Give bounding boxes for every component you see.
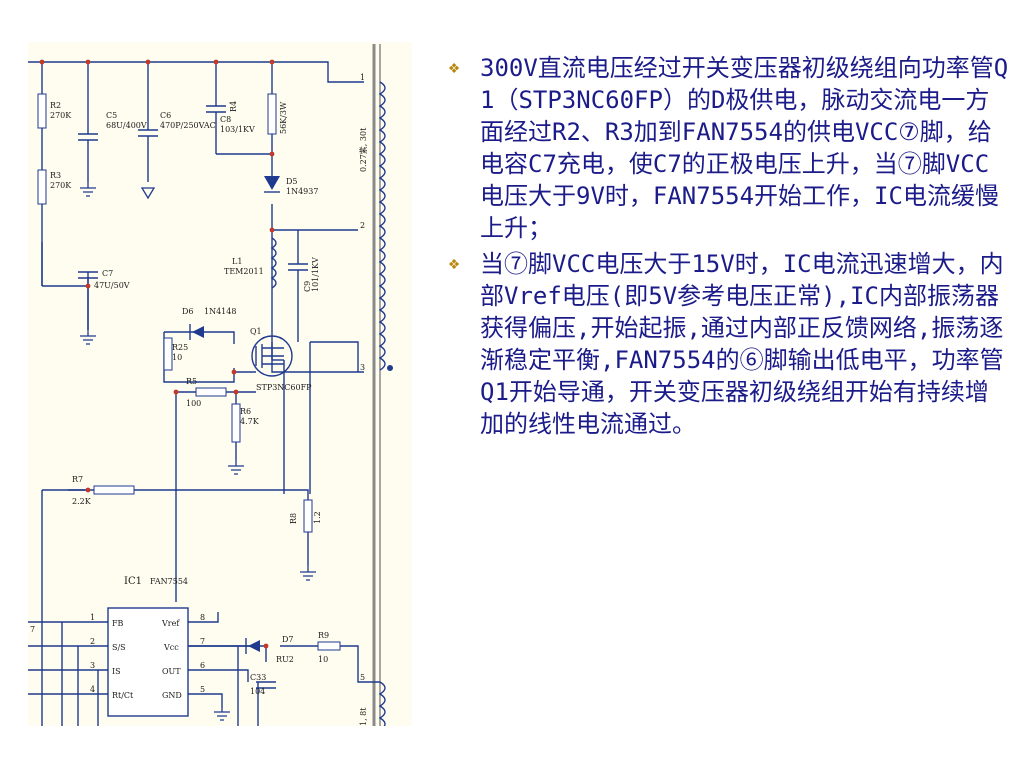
r6-ref: R6: [240, 407, 251, 416]
c5-ref: C5: [106, 111, 117, 120]
r3-value: 270K: [50, 181, 72, 190]
ic-pin-4-name: Rt/Ct: [112, 691, 134, 700]
diamond-bullet-icon: ❖: [448, 253, 460, 274]
r25-ref: R25: [172, 343, 188, 352]
transformer-winding-top: 0.27紫, 30t: [359, 127, 368, 172]
ic-pin-6-num: 6: [200, 661, 205, 670]
ic-pin-2-num: 2: [90, 637, 95, 646]
transformer-winding-bottom: 1, 8t: [359, 707, 368, 726]
c9-value: 101/1KV: [311, 257, 320, 292]
ic-pin-5-num: 5: [200, 685, 205, 694]
circuit-schematic: R2 270K R3 270K C5 68U/400V C6 470P/250V…: [28, 42, 412, 726]
r7-ref: R7: [72, 475, 83, 484]
r5-ref: R5: [186, 377, 197, 386]
q1-ref: Q1: [250, 327, 262, 336]
r2-ref: R2: [50, 101, 61, 110]
c7-value: 47U/50V: [94, 281, 130, 290]
bullet-text: 当⑦脚VCC电压大于15V时，IC电流迅速增大，内部Vref电压(即5V参考电压…: [480, 250, 1004, 438]
bullet-item: ❖ 300V直流电压经过开关变压器初级绕组向功率管Q1（STP3NC60FP）的…: [440, 52, 1012, 244]
r2-value: 270K: [50, 111, 72, 120]
ic-pin-7-num: 7: [200, 637, 205, 646]
r9-ref: R9: [318, 631, 329, 640]
c7-ref: C7: [102, 269, 113, 278]
transformer-pin-1: 1: [360, 73, 365, 82]
l1-value: TEM2011: [224, 267, 264, 276]
ic-pin-6-name: OUT: [162, 667, 181, 676]
d7-ref: D7: [282, 635, 294, 644]
c6-value: 470P/250VAC: [160, 121, 216, 130]
transformer-pin-2: 2: [360, 221, 365, 230]
c8-value: 103/1KV: [220, 125, 255, 134]
ic-part: FAN7554: [150, 577, 188, 586]
d6-value: 1N4148: [204, 307, 236, 316]
ic-pin-1-name: FB: [112, 619, 124, 628]
d5-value: 1N4937: [286, 187, 318, 196]
r4-ref: R4: [229, 101, 238, 112]
r25-value: 10: [172, 353, 182, 362]
ic-ref: IC1: [124, 576, 142, 587]
r4-value: 56K/3W: [279, 101, 288, 134]
r9-value: 10: [318, 655, 328, 664]
schematic-edge-mark: 7: [30, 625, 35, 634]
c33-value: 104: [250, 687, 265, 696]
r7-value: 2.2K: [72, 497, 92, 506]
r5-value: 100: [186, 399, 201, 408]
transformer-pin-5: 5: [360, 673, 365, 682]
q1-value: STP3NC60FP: [256, 383, 312, 392]
diamond-bullet-icon: ❖: [448, 57, 460, 78]
ic-pin-8-num: 8: [200, 613, 205, 622]
c8-ref: C8: [220, 115, 231, 124]
ic-pin-3-name: IS: [112, 667, 121, 676]
r8-value: 1.2: [313, 511, 322, 524]
r3-ref: R3: [50, 171, 61, 180]
ic-pin-3-num: 3: [90, 661, 95, 670]
bullet-item: ❖ 当⑦脚VCC电压大于15V时，IC电流迅速增大，内部Vref电压(即5V参考…: [440, 248, 1012, 440]
transformer-pin-3: 3: [360, 363, 365, 372]
c9-ref: C9: [303, 281, 312, 292]
ic-pin-4-num: 4: [90, 685, 95, 694]
ic-pin-8-name: Vref: [161, 619, 180, 628]
l1-ref: L1: [232, 257, 242, 266]
d6-ref: D6: [182, 307, 194, 316]
ic-pin-1-num: 1: [90, 613, 95, 622]
r6-value: 4.7K: [240, 417, 260, 426]
bullet-text: 300V直流电压经过开关变压器初级绕组向功率管Q1（STP3NC60FP）的D极…: [480, 54, 1009, 242]
c6-ref: C6: [160, 111, 171, 120]
r8-ref: R8: [289, 513, 298, 524]
explanation-panel: ❖ 300V直流电压经过开关变压器初级绕组向功率管Q1（STP3NC60FP）的…: [440, 52, 1012, 444]
d5-ref: D5: [286, 177, 298, 186]
ic-pin-2-name: S/S: [112, 643, 126, 652]
ic-pin-7-name: Vcc: [163, 643, 179, 652]
ic-pin-5-name: GND: [162, 691, 182, 700]
d7-value: RU2: [276, 655, 294, 664]
c5-value: 68U/400V: [106, 121, 147, 130]
c33-ref: C33: [250, 673, 266, 682]
